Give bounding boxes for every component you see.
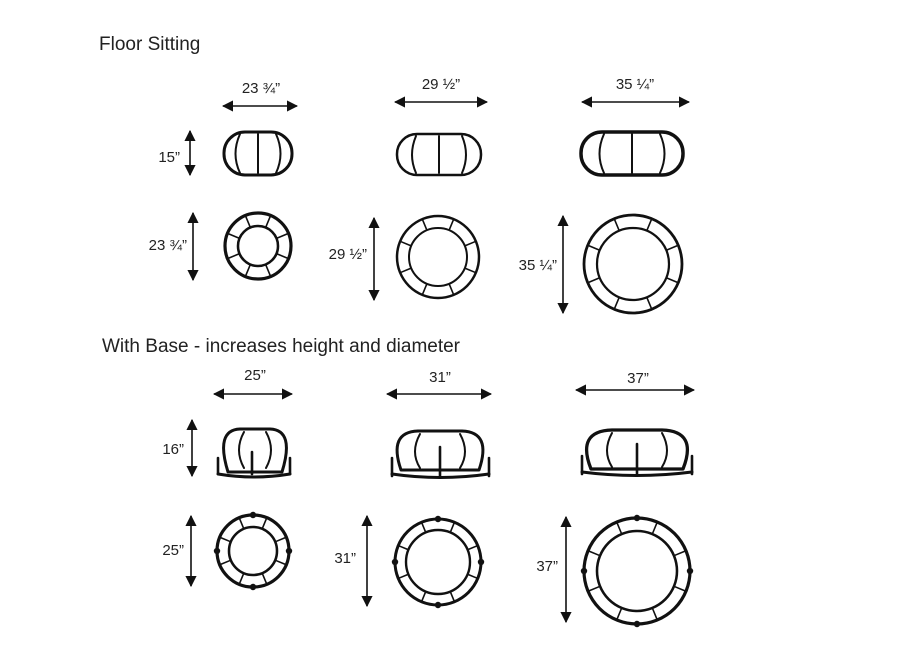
base-col1-diameter-label: 25” [162,542,184,559]
base-col2-top-view [391,515,485,609]
base-col3-diameter-label: 37” [536,558,558,575]
base-height-label: 16” [162,441,184,458]
floor-col3-diameter-label: 35 ¼” [519,257,557,274]
floor-col2-top-view [395,214,481,300]
floor-col1-side-view [222,130,294,177]
base-col1-side-view [216,427,292,479]
floor-col2-width-label: 29 ½” [422,76,460,93]
floor-col3-width-label: 35 ¼” [616,76,654,93]
base-col2-width-label: 31” [429,369,451,386]
base-col3-side-view [580,428,694,477]
base-col3-top-view [580,514,694,628]
floor-col2-diameter-label: 29 ½” [329,246,367,263]
floor-col3-side-view [579,130,685,177]
floor-col2-side-view [395,132,483,177]
floor-col3-top-view [582,213,684,315]
section-title-with-base: With Base - increases height and diamete… [102,336,461,357]
floor-col1-diameter-label: 23 ¾” [149,237,187,254]
base-col1-width-label: 25” [244,367,266,384]
floor-col1-top-view [223,211,293,281]
base-col1-top-view [213,511,293,591]
section-title-floor-sitting: Floor Sitting [99,34,200,55]
base-col3-width-label: 37” [627,370,649,387]
floor-col1-width-label: 23 ¾” [242,80,280,97]
base-col2-diameter-label: 31” [334,550,356,567]
floor-height-label: 15” [158,149,180,166]
base-col2-side-view [390,429,491,479]
